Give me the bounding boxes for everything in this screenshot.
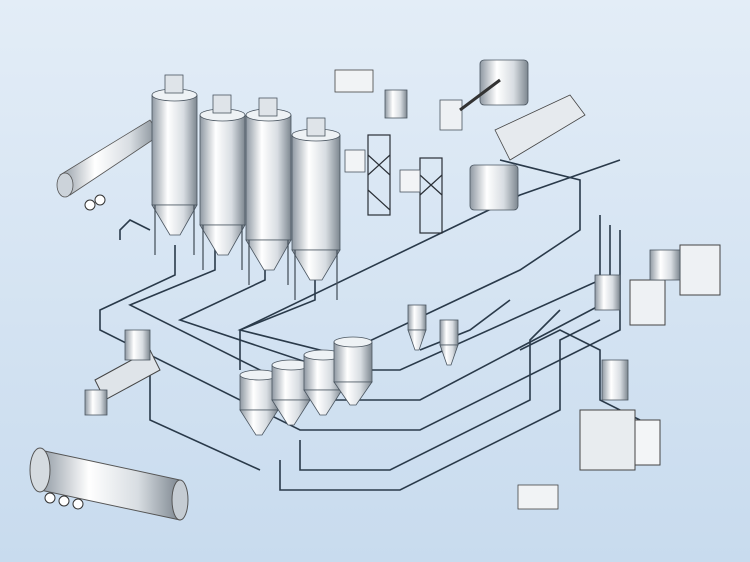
silo-3 <box>245 97 292 285</box>
bin-1 <box>239 369 279 436</box>
bin-4 <box>333 336 373 406</box>
bin-2 <box>271 359 311 426</box>
silo-4 <box>291 117 341 300</box>
big-bags <box>439 59 529 211</box>
receiving-hoppers <box>407 304 459 366</box>
day-bins <box>239 336 373 436</box>
loading-frames <box>344 134 443 234</box>
mixer-unit <box>84 329 161 416</box>
tanker-truck-top <box>56 119 161 211</box>
extruder-line <box>494 94 586 161</box>
silo-1 <box>151 74 198 255</box>
storage-silos <box>151 74 341 300</box>
tanker-truck-bottom <box>29 447 189 521</box>
packing-machines <box>579 244 721 471</box>
silo-2 <box>199 94 246 270</box>
bag-pallets <box>334 69 559 510</box>
